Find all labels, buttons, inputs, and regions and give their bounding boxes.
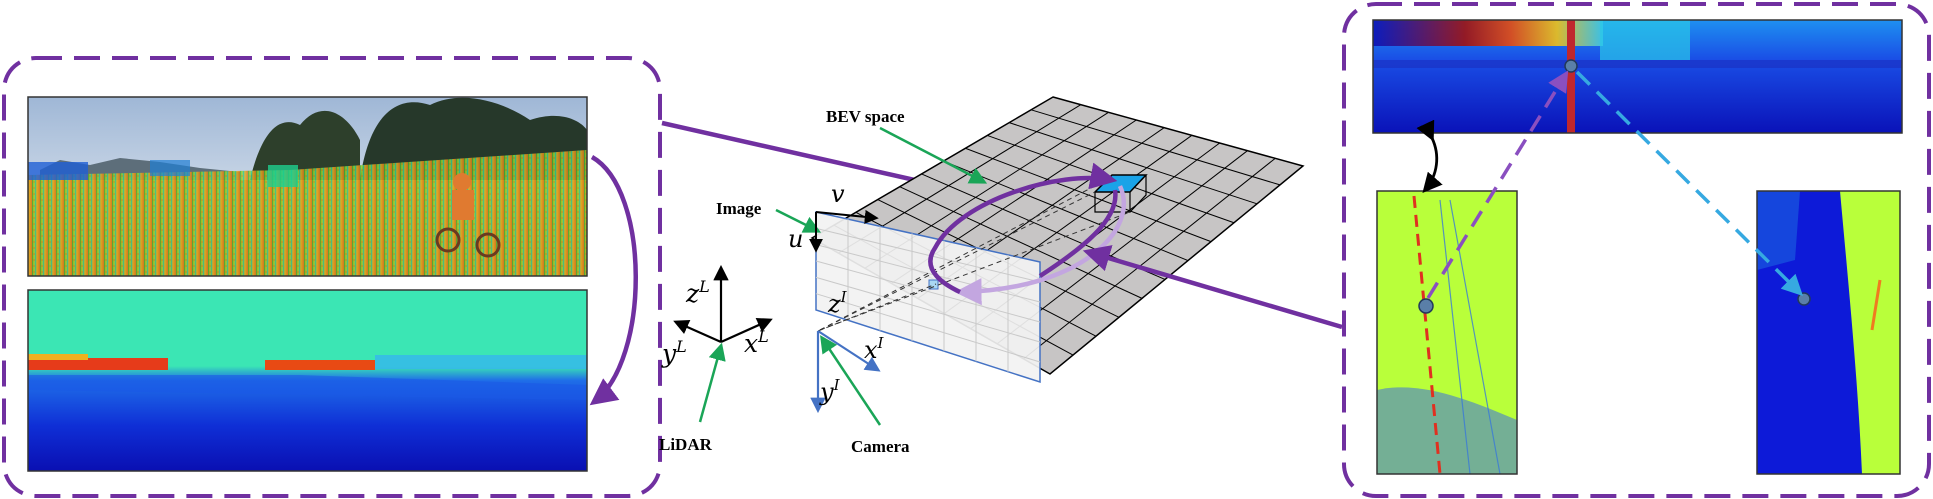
image-plane-arc bbox=[1038, 189, 1118, 278]
camera-axes: zI xI yI Camera bbox=[810, 288, 910, 456]
range-view-point bbox=[1564, 59, 1578, 73]
cyclist bbox=[435, 173, 501, 258]
bev-crop-right-point bbox=[1797, 292, 1811, 306]
lidar-axis-y: yL bbox=[661, 337, 687, 368]
camera-axis-z: zI bbox=[827, 288, 848, 318]
image-plane-grid-line bbox=[815, 293, 1041, 363]
lidar-label: LiDAR bbox=[659, 435, 713, 454]
bev-space-pointer bbox=[879, 126, 988, 184]
camera-axis-y: yI bbox=[819, 376, 841, 406]
bev-space-label: BEV space bbox=[826, 107, 905, 126]
image-axis-u: u bbox=[788, 225, 803, 253]
image-plane-pixel bbox=[928, 279, 939, 290]
lidar-pointer bbox=[698, 342, 726, 423]
camera-axis-x: xI bbox=[864, 334, 885, 364]
image-pointer bbox=[775, 208, 822, 233]
selected-column bbox=[1567, 20, 1575, 133]
image-to-depth-arrow bbox=[589, 155, 638, 406]
camera-image-with-lidar-points bbox=[27, 96, 588, 277]
double-arrow-range-bev bbox=[1416, 119, 1443, 193]
camera-label: Camera bbox=[851, 437, 910, 456]
image-plane-grid-line bbox=[815, 276, 1041, 343]
lidar-axes: zL yL xL LiDAR bbox=[659, 264, 773, 454]
range-view-depth-map bbox=[1372, 19, 1903, 134]
bev-grid-line bbox=[1023, 157, 1276, 360]
image-plane-grid-line bbox=[815, 260, 1041, 323]
projection-rays bbox=[817, 177, 1131, 332]
image-label: Image bbox=[716, 199, 762, 218]
image-axis-v: v bbox=[831, 180, 845, 208]
left-panel-to-bev-arrow bbox=[661, 120, 956, 197]
camera-pointer bbox=[820, 335, 882, 426]
right-panel-dashed-frame bbox=[1342, 2, 1931, 498]
blue-dashed-projection bbox=[1575, 70, 1803, 296]
bev-grid-line bbox=[1030, 109, 1281, 186]
right-panel bbox=[1342, 2, 1931, 498]
bev-grid-line bbox=[899, 186, 1143, 299]
bev-grid-line bbox=[1009, 122, 1258, 205]
left-panel bbox=[2, 56, 662, 498]
lidar-axis-z: zL bbox=[685, 277, 710, 308]
lidar-axis-x: xL bbox=[744, 327, 769, 358]
purple-dashed-projection bbox=[1426, 70, 1569, 299]
image-plane-grid-line bbox=[815, 227, 1041, 283]
bev-crop-left bbox=[1376, 190, 1518, 475]
bev-crop-left-point bbox=[1418, 298, 1434, 314]
image-uv-axes: v u bbox=[788, 180, 879, 253]
right-panel-to-bev-arrow bbox=[1082, 245, 1343, 330]
bev-return-arc bbox=[928, 162, 1118, 295]
dense-depth-map bbox=[27, 289, 588, 472]
red-dashed-ray bbox=[1412, 195, 1442, 475]
bev-crop-right bbox=[1756, 190, 1901, 475]
